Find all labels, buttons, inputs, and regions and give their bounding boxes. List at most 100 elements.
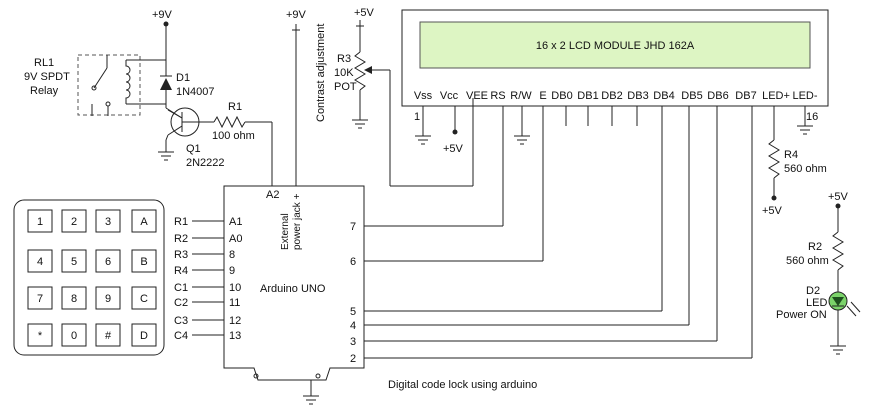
keypad-key-label: 8: [71, 293, 77, 305]
keypad-key[interactable]: [61, 249, 87, 273]
keypad-key-label: 4: [37, 256, 43, 268]
lcd-pin-leads: [415, 100, 813, 358]
lcd-pin-label: LED+: [762, 90, 790, 102]
arduino-left-pin-label: 12: [229, 315, 241, 327]
d2-caption: Power ON: [776, 309, 827, 321]
keypad-key[interactable]: [27, 323, 53, 347]
pot-r3-symbol: [352, 20, 474, 187]
arduino-left-pin-label: A0: [229, 233, 242, 245]
keypad-line-label: C3: [174, 315, 188, 327]
arduino-board: [223, 185, 365, 405]
keypad-key[interactable]: [131, 286, 157, 310]
keypad-key[interactable]: [27, 209, 53, 233]
supply-5v-vcc: +5V: [443, 143, 464, 155]
pot-caption: Contrast adjustment: [315, 24, 327, 122]
arduino-right-pins: 7 6 5 4 3 2: [350, 221, 356, 365]
keypad: [13, 199, 165, 356]
keypad-key[interactable]: [27, 249, 53, 273]
keypad-key-label: 5: [71, 256, 77, 268]
arduino-name: Arduino UNO: [260, 283, 326, 295]
lcd-pin-label: DB2: [601, 90, 622, 102]
r4-ref: R4: [784, 149, 798, 161]
arduino-right-pin-label: 5: [350, 306, 356, 318]
resistor-r1-symbol: [199, 115, 273, 186]
keypad-key[interactable]: [61, 209, 87, 233]
keypad-key[interactable]: [61, 323, 87, 347]
supply-5v-r4: +5V: [762, 205, 783, 217]
arduino-right-pin-label: 6: [350, 256, 356, 268]
lcd-pin-label: R/W: [510, 90, 532, 102]
keypad-key[interactable]: [131, 249, 157, 273]
keypad-key-label: 9: [105, 293, 111, 305]
lcd-pin-label: DB1: [577, 90, 598, 102]
junction-9v-relay: [163, 21, 169, 27]
arduino-left-pin-label: 10: [229, 282, 241, 294]
arduino-pin-a2: A2: [266, 189, 279, 201]
d2-ref: D2: [806, 285, 820, 297]
keypad-key[interactable]: [27, 286, 53, 310]
d2-label: LED: [806, 297, 827, 309]
r1-value: 100 ohm: [212, 130, 255, 142]
keypad-key-label: #: [105, 330, 112, 342]
keypad-line-label: R1: [174, 216, 188, 228]
r1-ref: R1: [228, 101, 242, 113]
lcd-pin-label: DB5: [681, 90, 702, 102]
keypad-key-label: A: [140, 216, 148, 228]
power-jack-line1: External: [280, 213, 291, 250]
keypad-line-label: C4: [174, 330, 188, 342]
keypad-line-label: R2: [174, 233, 188, 245]
keypad-key[interactable]: [131, 209, 157, 233]
keypad-key[interactable]: [61, 286, 87, 310]
r3-ref: R3: [337, 53, 351, 65]
keypad-key[interactable]: [95, 209, 121, 233]
lcd-pin-label: DB0: [551, 90, 572, 102]
lcd-pin-label: RS: [490, 90, 505, 102]
q1-part: 2N2222: [186, 157, 225, 169]
keypad-key-label: B: [140, 256, 147, 268]
keypad-line-label: C1: [174, 282, 188, 294]
lcd-pin-label: Vss: [414, 90, 433, 102]
arduino-right-pin-label: 7: [350, 221, 356, 233]
relay-spec: 9V SPDT: [24, 71, 70, 83]
diagram-title: Digital code lock using arduino: [388, 379, 537, 391]
arduino-right-pin-label: 2: [350, 353, 356, 365]
d1-ref: D1: [176, 72, 190, 84]
lcd-pin-label: VEE: [466, 90, 488, 102]
keypad-key[interactable]: [131, 323, 157, 347]
lcd-pin-label: LED-: [792, 90, 817, 102]
r2-ref: R2: [808, 241, 822, 253]
arduino-right-pin-label: 4: [350, 320, 356, 332]
arduino-right-pin-label: 3: [350, 336, 356, 348]
keypad-key-label: 0: [71, 330, 77, 342]
keypad-line-label: R3: [174, 249, 188, 261]
keypad-key-label: 1: [37, 216, 43, 228]
r4-value: 560 ohm: [784, 163, 827, 175]
keypad-line-label: C2: [174, 297, 188, 309]
keypad-key-label: 7: [37, 293, 43, 305]
d1-part: 1N4007: [176, 86, 215, 98]
keypad-line-label: R4: [174, 265, 188, 277]
keypad-key-label: *: [38, 330, 43, 342]
lcd-module: [401, 9, 829, 107]
keypad-key[interactable]: [95, 249, 121, 273]
relay-label: Relay: [30, 85, 59, 97]
keypad-key[interactable]: [95, 323, 121, 347]
arduino-left-pin-label: 9: [229, 265, 235, 277]
resistor-r4-symbol: [768, 139, 780, 201]
keypad-key[interactable]: [95, 286, 121, 310]
power-led-branch: [828, 203, 861, 355]
supply-5v-led: +5V: [828, 191, 849, 203]
supply-9v-relay: +9V: [152, 9, 173, 21]
arduino-left-pin-label: 11: [229, 297, 240, 309]
supply-9v-jack: +9V: [286, 9, 307, 21]
keypad-key-label: 2: [71, 216, 77, 228]
arduino-left-pin-label: A1: [229, 216, 242, 228]
keypad-key-label: C: [140, 293, 148, 305]
lcd-pin-label: Vcc: [440, 90, 459, 102]
relay-ref: RL1: [34, 57, 54, 69]
